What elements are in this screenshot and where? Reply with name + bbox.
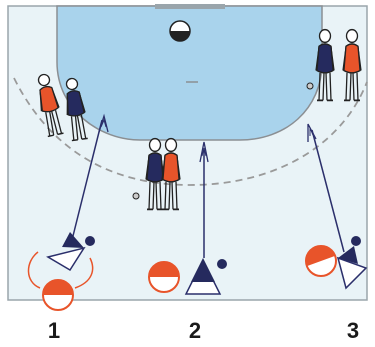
double-line-arrow-icon — [71, 119, 103, 241]
orange-half-circle-icon — [305, 245, 337, 277]
pair-center — [132, 137, 181, 211]
triangle-cone-icon — [46, 246, 86, 272]
lane-3-setup — [305, 123, 368, 290]
orange-half-circle-icon — [148, 261, 180, 293]
orange-half-circle-icon — [42, 279, 74, 311]
double-line-arrow-icon — [311, 129, 345, 253]
navy-dot-icon — [217, 259, 227, 269]
lane-1-setup — [27, 113, 109, 311]
ball-icon — [169, 20, 191, 42]
lane-label-1: 1 — [47, 318, 61, 343]
navy-dot-icon — [85, 236, 95, 246]
pair-left-top — [33, 71, 90, 142]
lane-2-setup — [148, 141, 227, 295]
triangle-cone-icon — [336, 256, 368, 290]
navy-dot-icon — [351, 236, 361, 246]
lane-label-3: 3 — [346, 318, 360, 343]
lane-label-2: 2 — [188, 318, 202, 343]
free-throw-line — [13, 77, 368, 186]
goal-area — [56, 5, 323, 141]
pair-right-top — [306, 28, 362, 102]
goal — [155, 4, 225, 9]
